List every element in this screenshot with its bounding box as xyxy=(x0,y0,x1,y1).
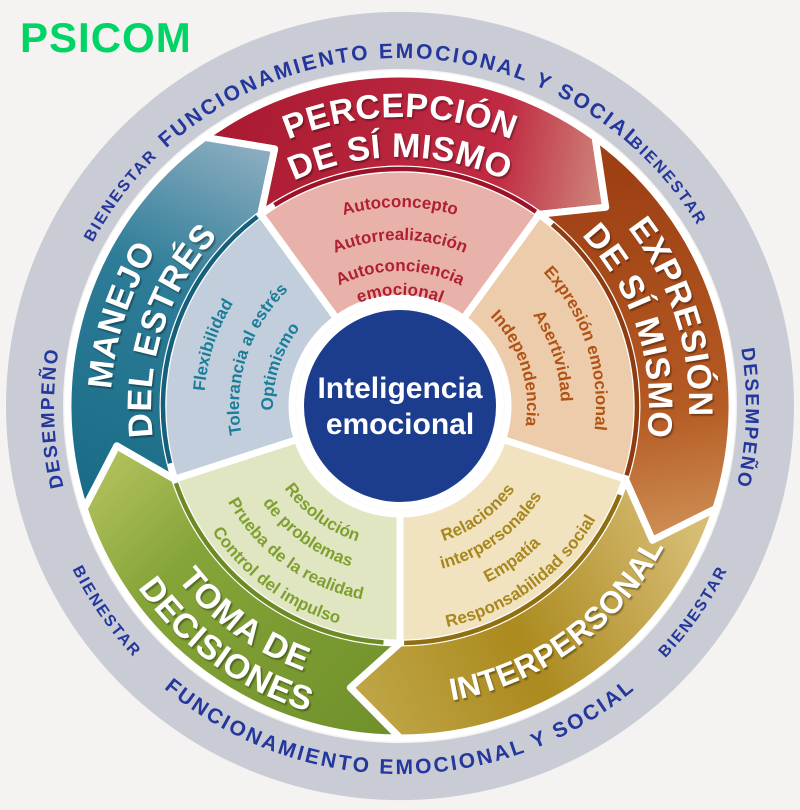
psicom-logo: PSICOM xyxy=(20,14,192,61)
center-line2: emocional xyxy=(326,408,474,441)
band-seams xyxy=(160,166,640,646)
center-line1: Inteligencia xyxy=(317,372,482,405)
wedges xyxy=(64,70,736,742)
center-circle: Inteligencia emocional xyxy=(296,302,504,510)
